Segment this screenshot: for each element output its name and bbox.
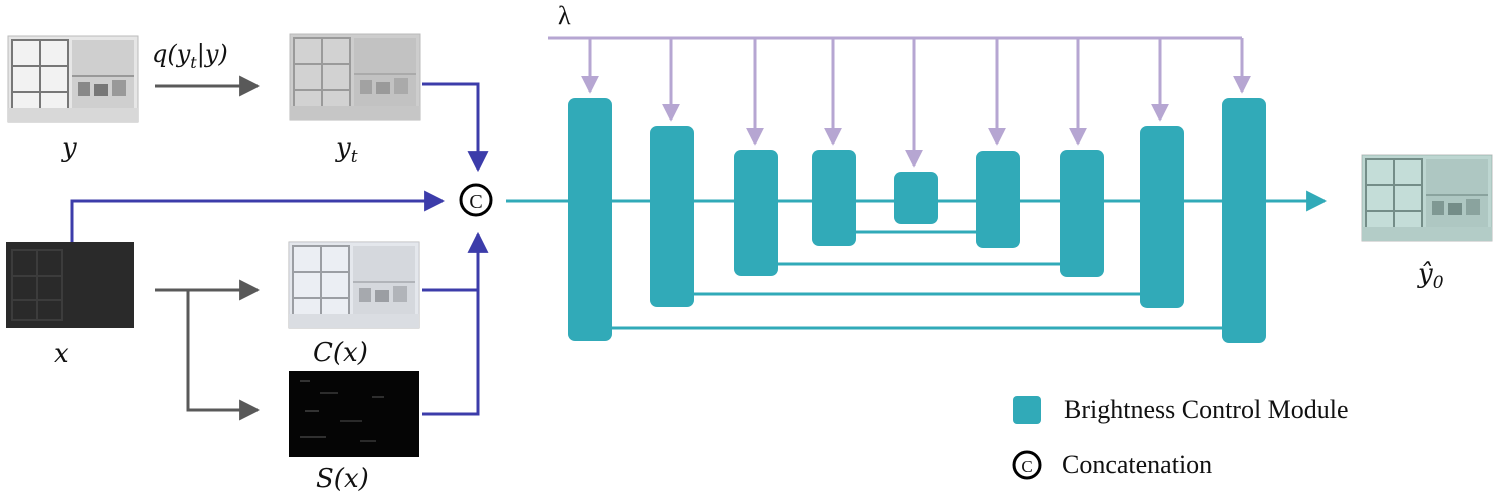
module-block — [734, 150, 778, 276]
label-y: y — [61, 133, 77, 163]
label-lambda: λ — [558, 1, 571, 30]
module-block — [650, 126, 694, 307]
arrow-x-to-sx — [186, 290, 261, 421]
label-cx: C(x) — [313, 338, 368, 368]
lambda-drops — [581, 38, 1251, 168]
legend-concat-label: Concatenation — [1062, 450, 1212, 479]
legend-module-swatch — [1013, 396, 1041, 424]
arrow-x-to-concat — [70, 190, 446, 242]
label-y0: ŷ0 — [1417, 259, 1444, 293]
label-q: q(yt|y) — [152, 40, 228, 72]
module-block — [568, 98, 612, 341]
arrow-cx-to-concat — [422, 231, 489, 292]
skip-connections — [612, 230, 1222, 330]
module-block — [1140, 126, 1184, 308]
image-x — [6, 242, 134, 328]
image-cx — [288, 241, 420, 329]
arrow-yt-to-concat — [422, 82, 489, 173]
image-y0 — [1361, 154, 1493, 242]
module-block — [1060, 150, 1104, 277]
module-block — [1222, 98, 1266, 343]
unet-blocks — [568, 98, 1266, 343]
concat-icon: C — [459, 183, 493, 217]
module-block — [812, 150, 856, 246]
label-yt: yt — [335, 133, 358, 167]
label-x: x — [54, 339, 69, 369]
legend-concat-icon: C — [1012, 450, 1042, 480]
image-sx — [289, 371, 419, 457]
module-block — [894, 172, 938, 224]
arrow-sx-to-concat — [422, 290, 480, 416]
legend: Brightness Control Module C Concatenatio… — [1012, 395, 1349, 480]
image-y — [7, 35, 139, 123]
legend-module-label: Brightness Control Module — [1064, 395, 1349, 424]
module-block — [976, 151, 1020, 248]
svg-text:C: C — [469, 191, 482, 213]
label-sx: S(x) — [316, 464, 369, 494]
svg-text:C: C — [1021, 457, 1032, 476]
image-yt — [289, 33, 421, 121]
